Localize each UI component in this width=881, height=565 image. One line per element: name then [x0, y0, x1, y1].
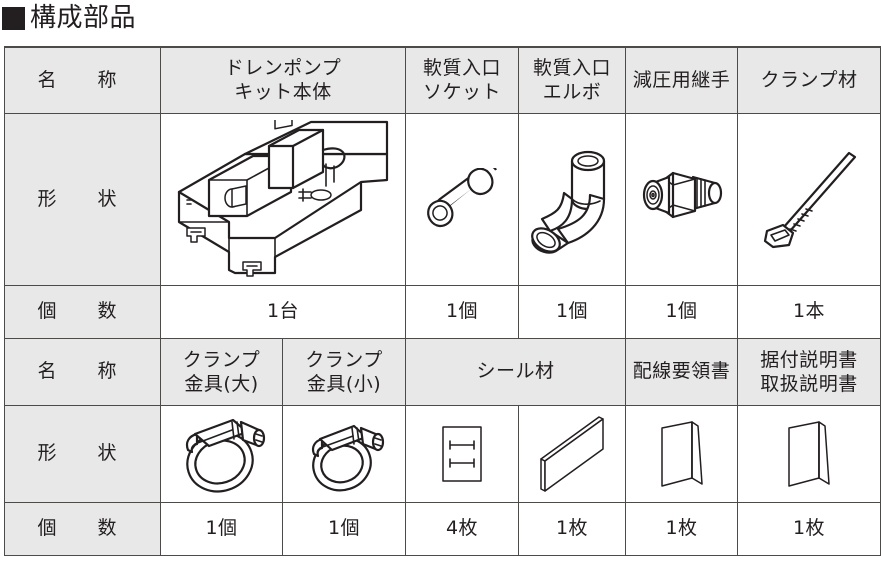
seal-sheet-small-icon [442, 425, 482, 482]
table-row-shape-bottom: 形 状 [4, 404, 881, 503]
cable-tie-icon [763, 151, 857, 249]
shape-cell-clamp-material [737, 112, 881, 286]
quantity-clamp-bracket-small: 1個 [282, 501, 406, 556]
quantity-seal-sheet-large: 1枚 [518, 501, 626, 556]
hose-clamp-large-icon [185, 418, 265, 493]
shape-cell-soft-inlet-socket [405, 112, 519, 286]
black-square-icon [2, 6, 25, 30]
quantity-clamp-bracket-large: 1個 [160, 501, 283, 556]
table-row-name-top: 名 称 ドレンポンプ キット本体 軟質入口 ソケット 軟質入口 エルボ [4, 46, 881, 114]
shape-cell-drain-pump-kit [160, 112, 406, 286]
table-row-quantity-bottom: 個 数 1個 1個 4枚 1枚 1枚 1枚 [4, 501, 881, 556]
booklet-icon [788, 420, 830, 487]
row-label-quantity: 個 数 [4, 284, 161, 339]
shape-cell-wiring-manual [625, 404, 738, 503]
drain-pump-kit-icon [177, 120, 389, 277]
header-soft-inlet-elbow: 軟質入口 エルボ [518, 46, 626, 114]
header-pressure-reducing-joint: 減圧用継手 [625, 46, 738, 114]
table-row-name-bottom: 名 称 クランプ 金具(大) クランプ 金具(小) シール材 配線要領書 [4, 337, 881, 406]
header-soft-inlet-socket: 軟質入口 ソケット [405, 46, 519, 114]
header-installation-and-operation-manual: 据付説明書 取扱説明書 [737, 337, 881, 406]
component-parts-table: 名 称 ドレンポンプ キット本体 軟質入口 ソケット 軟質入口 エルボ [4, 46, 881, 556]
header-wiring-manual: 配線要領書 [625, 337, 738, 406]
header-seal-material: シール材 [405, 337, 626, 406]
shape-cell-installation-manual [737, 404, 881, 503]
page-title-text: 構成部品 [30, 3, 137, 33]
table-row-quantity-top: 個 数 1台 1個 1個 1個 1本 [4, 284, 881, 339]
header-drain-pump-kit: ドレンポンプ キット本体 [160, 46, 406, 114]
quantity-soft-inlet-socket: 1個 [405, 284, 519, 339]
shape-cell-soft-inlet-elbow [518, 112, 626, 286]
quantity-clamp-material: 1本 [737, 284, 881, 339]
pressure-reducing-joint-icon [642, 171, 722, 219]
row-label-shape-2: 形 状 [4, 404, 161, 503]
booklet-icon [660, 420, 703, 487]
seal-sheet-large-icon [540, 415, 604, 492]
row-label-name: 名 称 [4, 46, 161, 114]
quantity-pressure-reducing-joint: 1個 [625, 284, 738, 339]
quantity-wiring-manual: 1枚 [625, 501, 738, 556]
table-row-shape-top: 形 状 [4, 112, 881, 286]
pipe-elbow-icon [531, 150, 606, 254]
header-clamp-bracket-small: クランプ 金具(小) [282, 337, 406, 406]
shape-cell-seal-sheet-small [405, 404, 519, 503]
header-clamp-bracket-large: クランプ 金具(大) [160, 337, 283, 406]
row-label-shape: 形 状 [4, 112, 161, 286]
shape-cell-pressure-reducing-joint [625, 112, 738, 286]
shape-cell-clamp-bracket-small [282, 404, 406, 503]
pipe-socket-icon [427, 168, 497, 228]
hose-clamp-small-icon [311, 424, 385, 491]
quantity-soft-inlet-elbow: 1個 [518, 284, 626, 339]
quantity-seal-sheet-small: 4枚 [405, 501, 519, 556]
header-clamp-material: クランプ材 [737, 46, 881, 114]
quantity-installation-manual: 1枚 [737, 501, 881, 556]
page-title: 構成部品 [2, 2, 136, 34]
row-label-name-2: 名 称 [4, 337, 161, 406]
shape-cell-clamp-bracket-large [160, 404, 283, 503]
shape-cell-seal-sheet-large [518, 404, 626, 503]
quantity-drain-pump-kit: 1台 [160, 284, 406, 339]
row-label-quantity-2: 個 数 [4, 501, 161, 556]
